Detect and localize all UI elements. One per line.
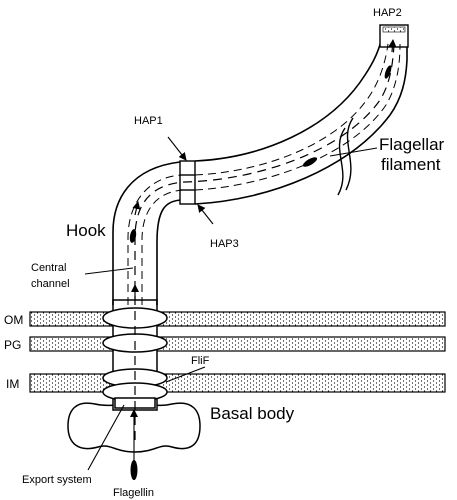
- export-system-leader: [87, 404, 125, 471]
- label-flif: FliF: [191, 355, 210, 367]
- outer-membrane: [29, 311, 446, 327]
- membrane-layers: [29, 311, 446, 393]
- hook: [112, 161, 184, 305]
- hap2-cap: [379, 24, 409, 48]
- label-flagellin: Flagellin: [113, 487, 154, 499]
- central-channel: [134, 43, 395, 440]
- label-flagellar-2: filament: [381, 155, 441, 174]
- label-central-1: Central: [31, 262, 66, 274]
- label-hap2: HAP2: [373, 7, 402, 19]
- flagellar-leader: [329, 147, 378, 157]
- label-pg: PG: [4, 338, 21, 352]
- leader-lines: [84, 136, 378, 480]
- transport-arrows: [131, 39, 397, 300]
- label-hap1: HAP1: [134, 115, 163, 127]
- flagellin-subunits: [129, 65, 392, 480]
- flagellin-subunit: [129, 229, 137, 243]
- label-hap3: HAP3: [210, 238, 239, 250]
- inner-membrane: [29, 373, 446, 393]
- label-export-system: Export system: [22, 474, 92, 486]
- label-central-2: channel: [31, 278, 70, 290]
- flagellar-filament: [194, 35, 408, 205]
- central-channel-leader: [84, 267, 134, 275]
- peptidoglycan-layer: [29, 336, 446, 352]
- label-om: OM: [4, 313, 23, 327]
- hap1-leader: [167, 136, 187, 161]
- label-basal-body: Basal body: [210, 404, 295, 423]
- flif-leader: [165, 366, 206, 383]
- labels: HAP2 HAP1 Flagellar filament Hook HAP3 C…: [4, 7, 445, 499]
- label-im: IM: [6, 377, 19, 391]
- channel-walls: [127, 43, 401, 305]
- hap3-leader: [197, 204, 214, 225]
- flagellin-subunit: [302, 157, 318, 167]
- label-hook: Hook: [66, 221, 106, 240]
- filament-break-mark: [337, 117, 354, 196]
- flagellin-subunit: [384, 65, 392, 79]
- label-flagellar-1: Flagellar: [379, 135, 445, 154]
